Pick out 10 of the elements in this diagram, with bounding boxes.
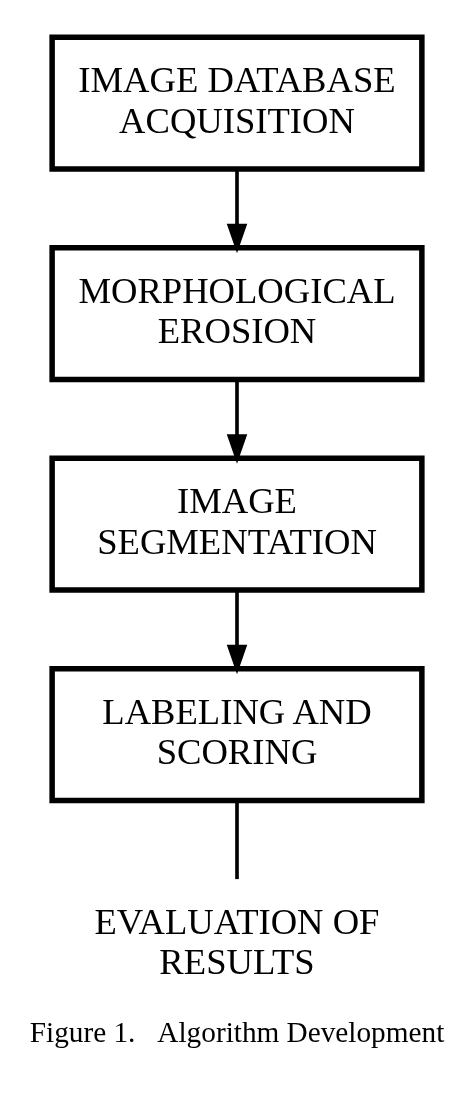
node-box: IMAGE SEGMENTATION (49, 455, 425, 593)
node-text: EVALUATION OF RESULTS (94, 900, 380, 982)
caption: Figure 1. Algorithm Development (29, 1015, 445, 1048)
arrow (226, 168, 248, 253)
arrow (226, 589, 248, 674)
node-box: MORPHOLOGICAL EROSION (49, 244, 425, 382)
node-box: IMAGE DATABASE ACQUISITION (49, 34, 425, 172)
arrow (226, 379, 248, 464)
connector (235, 800, 239, 879)
node-box: LABELING AND SCORING (49, 665, 425, 803)
